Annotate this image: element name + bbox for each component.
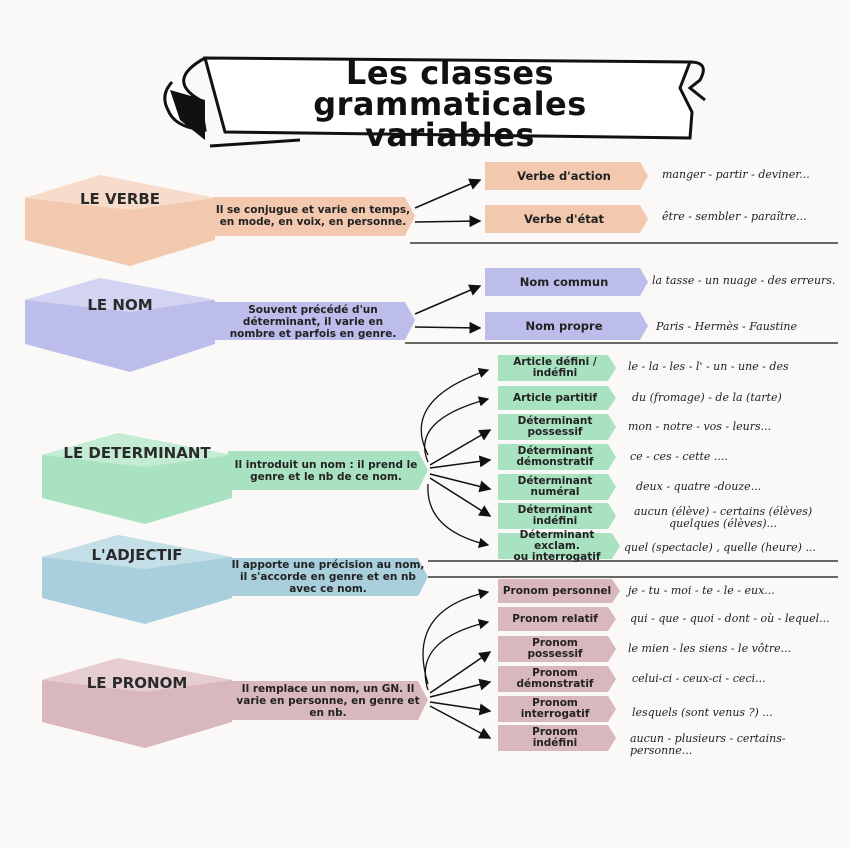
nom-description: Souvent précédé d'un déterminant, il var… — [229, 304, 397, 340]
nom-group — [25, 268, 838, 372]
verbe-example-etat: être - sembler - paraître... — [662, 210, 807, 223]
nom-example-commun: la tasse - un nuage - des erreurs. — [652, 274, 836, 287]
determinant-example-article-defini: le - la - les - l' - un - une - des — [628, 360, 789, 373]
determinant-item-exclamatif: Déterminant exclam. ou interrogatif — [513, 528, 601, 563]
page-title: Les classes grammaticales variables — [210, 54, 690, 154]
determinant-item-tag — [498, 414, 616, 440]
determinant-label: LE DETERMINANT — [63, 444, 211, 462]
nom-desc-tag — [213, 302, 415, 340]
adjectif-label: L'ADJECTIF — [91, 546, 183, 564]
pronom-item-personnel: Pronom personnel — [502, 584, 612, 597]
nom-item-tag — [485, 268, 648, 296]
title-banner — [163, 56, 706, 148]
determinant-description: Il introduit un nom : il prend le genre … — [234, 459, 418, 483]
pronom-item-interrogatif: Pronom interrogatif — [520, 697, 590, 720]
pronom-item-tag — [498, 666, 616, 692]
verbe-item-etat: Verbe d'état — [523, 212, 605, 226]
pronom-item-tag — [498, 696, 616, 722]
determinant-item-demonstratif: Déterminant démonstratif — [516, 445, 594, 468]
determinant-item-article-defini: Article défini / indéfini — [513, 356, 597, 379]
determinant-example-numeral: deux - quatre -douze... — [636, 480, 762, 493]
verbe-description: Il se conjugue et varie en temps, en mod… — [215, 204, 411, 228]
pronom-item-demonstratif: Pronom démonstratif — [516, 667, 594, 690]
verbe-item-tag — [485, 205, 648, 233]
determinant-example-possessif: mon - notre - vos - leurs... — [628, 420, 772, 433]
pronom-item-tag — [498, 579, 620, 603]
pronom-item-possessif: Pronom possessif — [527, 637, 583, 660]
determinant-item-tag — [498, 474, 616, 500]
verbe-desc-tag — [213, 197, 415, 236]
verbe-item-tag — [485, 162, 648, 190]
pronom-label: LE PRONOM — [86, 674, 188, 692]
determinant-item-article-partitif: Article partitif — [512, 391, 598, 404]
nom-item-commun: Nom commun — [519, 275, 609, 289]
determinant-item-possessif: Déterminant possessif — [517, 415, 593, 438]
title-line1: Les classes grammaticales — [313, 54, 587, 123]
pronom-item-tag — [498, 725, 616, 751]
nom-item-propre: Nom propre — [525, 319, 603, 333]
pronom-example-possessif: le mien - les siens - le vôtre... — [628, 642, 792, 655]
pronom-example-indefini: aucun - plusieurs - certains- personne..… — [630, 732, 786, 757]
pronom-item-relatif: Pronom relatif — [512, 612, 598, 625]
pronom-description: Il remplace un nom, un GN. Il varie en p… — [236, 683, 420, 719]
nom-item-tag — [485, 312, 648, 340]
verbe-label: LE VERBE — [79, 190, 161, 208]
pronom-example-relatif: qui - que - quoi - dont - où - lequel... — [630, 612, 830, 625]
determinant-group — [42, 355, 620, 559]
determinant-item-numeral: Déterminant numéral — [517, 475, 593, 498]
pronom-example-demonstratif: celui-ci - ceux-ci - ceci... — [632, 672, 766, 685]
adjectif-description: Il apporte une précision au nom, il s'ac… — [231, 559, 425, 595]
verbe-example-action: manger - partir - deviner... — [662, 168, 810, 181]
pronom-item-indefini: Pronom indéfini — [532, 726, 578, 749]
pronom-item-tag — [498, 636, 616, 662]
pronom-example-personnel: je - tu - moi - te - le - eux... — [628, 584, 775, 597]
pronom-desc-tag — [228, 681, 428, 720]
determinant-item-tag — [498, 533, 620, 559]
determinant-example-demonstratif: ce - ces - cette .... — [630, 450, 728, 463]
determinant-item-tag — [498, 444, 616, 470]
nom-label: LE NOM — [87, 296, 153, 314]
pronom-example-interrogatif: lesquels (sont venus ?) ... — [632, 706, 773, 719]
determinant-desc-tag — [228, 451, 428, 490]
verbe-item-action: Verbe d'action — [517, 169, 611, 183]
determinant-item-tag — [498, 503, 616, 529]
verbe-group — [25, 162, 838, 266]
title-line2: variables — [365, 116, 535, 154]
nom-example-propre: Paris - Hermès - Faustine — [656, 320, 797, 333]
determinant-example-exclamatif: quel (spectacle) , quelle (heure) ... — [624, 541, 816, 554]
determinant-item-tag — [498, 386, 616, 410]
adjectif-group — [42, 535, 838, 624]
determinant-item-tag — [498, 355, 616, 381]
determinant-item-indefini: Déterminant indéfini — [517, 504, 593, 527]
determinant-example-article-partitif: du (fromage) - de la (tarte) — [632, 391, 782, 404]
determinant-example-indefini: aucun (élève) - certains (élèves) quelqu… — [634, 505, 813, 530]
pronom-group — [42, 579, 620, 751]
pronom-item-tag — [498, 607, 616, 631]
adjectif-desc-tag — [228, 558, 428, 596]
